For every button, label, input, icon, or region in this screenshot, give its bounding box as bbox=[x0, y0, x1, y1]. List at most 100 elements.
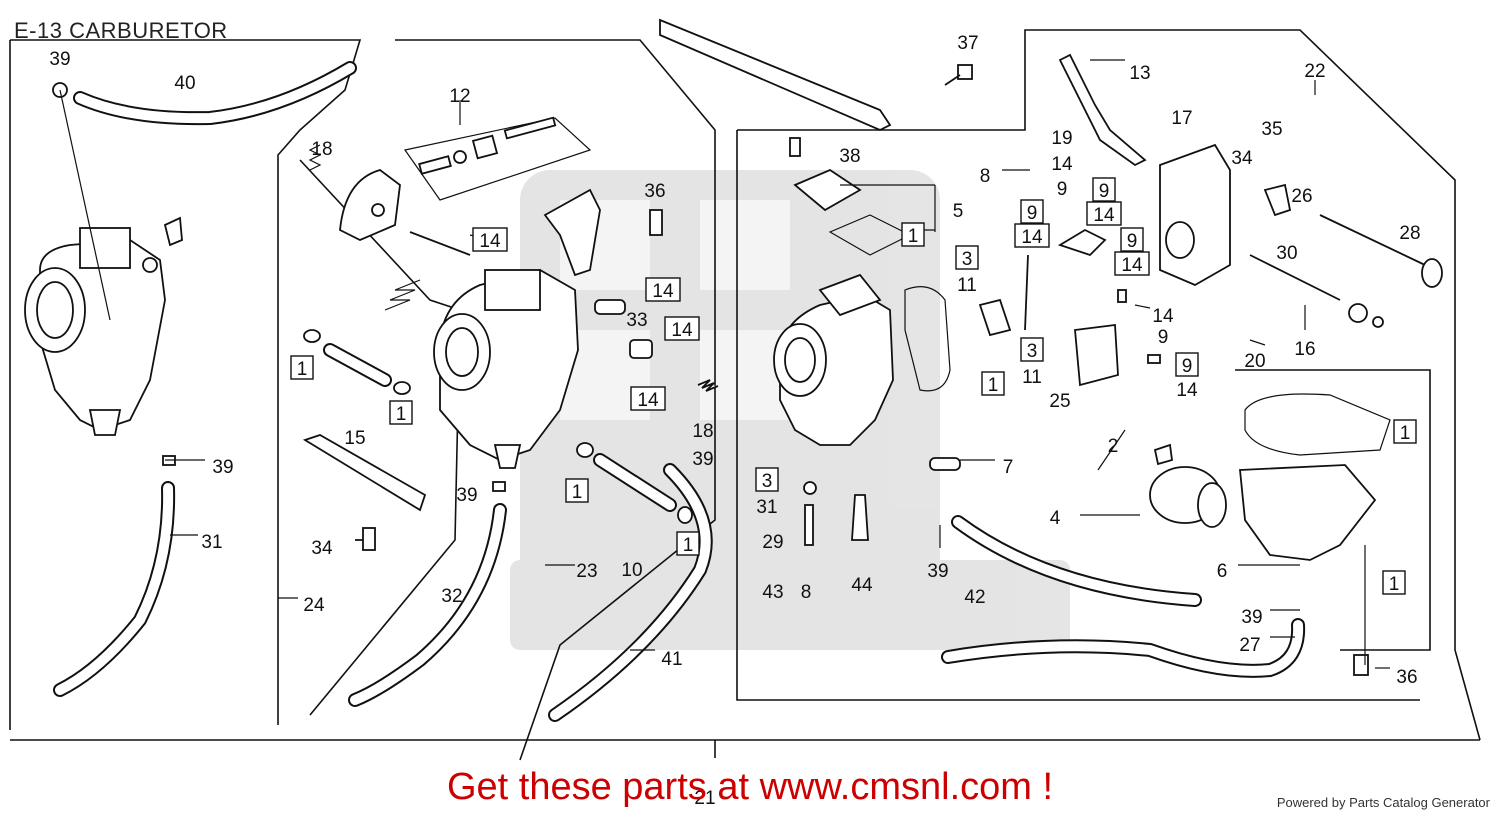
callout-number: 9 bbox=[1127, 231, 1138, 252]
cta-link[interactable]: Get these parts at www.cmsnl.com ! bbox=[446, 766, 1054, 808]
callout-box bbox=[664, 316, 700, 341]
callout-number: 14 bbox=[479, 231, 501, 252]
callout-37: 37 bbox=[957, 33, 978, 54]
callout-11b: 11 bbox=[1022, 367, 1042, 388]
jet-needle-14 bbox=[409, 231, 471, 256]
callout-39d: 39 bbox=[456, 485, 477, 506]
callout-number: 10 bbox=[621, 560, 642, 581]
callout-27: 27 bbox=[1239, 635, 1260, 656]
callout-number: 5 bbox=[953, 201, 964, 222]
callout-number: 14 bbox=[1093, 205, 1115, 226]
callout-23: 23 bbox=[576, 561, 597, 582]
callout-24: 24 bbox=[303, 595, 325, 616]
callout-14c: 14 bbox=[1014, 223, 1050, 248]
callout-30: 30 bbox=[1276, 243, 1297, 264]
callout-number: 14 bbox=[637, 390, 659, 411]
callout-number: 1 bbox=[683, 535, 694, 556]
callout-14i: 14 bbox=[1176, 380, 1198, 401]
callout-31b: 31 bbox=[201, 532, 222, 553]
callout-number: 37 bbox=[957, 33, 978, 54]
callout-number: 14 bbox=[1176, 380, 1198, 401]
hose-41 bbox=[548, 463, 713, 722]
callout-number: 42 bbox=[964, 587, 985, 608]
carb-cover-22 bbox=[1159, 143, 1231, 287]
callout-number: 6 bbox=[1217, 561, 1228, 582]
callout-9d: 9 bbox=[1120, 227, 1144, 252]
callout-14a: 14 bbox=[472, 227, 508, 252]
callout-box bbox=[389, 400, 413, 425]
callout-6: 6 bbox=[1217, 561, 1228, 582]
callout-18a: 18 bbox=[311, 139, 332, 160]
spring-parts-9-14 bbox=[1057, 228, 1161, 364]
callout-9a: 9 bbox=[1057, 179, 1068, 200]
clip-7 bbox=[929, 457, 961, 471]
callout-1c: 1 bbox=[389, 400, 413, 425]
callout-1d: 1 bbox=[981, 371, 1005, 396]
callout-number: 20 bbox=[1244, 351, 1265, 372]
callout-1f: 1 bbox=[565, 478, 589, 503]
carburetor-left bbox=[24, 216, 183, 436]
callout-31a: 31 bbox=[756, 497, 777, 518]
callout-39e: 39 bbox=[927, 561, 948, 582]
needle-3-11 bbox=[978, 254, 1029, 337]
callout-21: 21 bbox=[694, 788, 715, 809]
callout-10: 10 bbox=[621, 560, 642, 581]
callout-number: 34 bbox=[1231, 148, 1253, 169]
callout-42: 42 bbox=[964, 587, 985, 608]
callout-1g: 1 bbox=[676, 531, 700, 556]
callout-36b: 36 bbox=[1396, 667, 1417, 688]
callout-number: 1 bbox=[396, 404, 407, 425]
screw-kit-12 bbox=[403, 116, 592, 201]
callout-number: 26 bbox=[1291, 186, 1312, 207]
callout-34b: 34 bbox=[311, 538, 333, 559]
callout-number: 8 bbox=[801, 582, 812, 603]
callout-40: 40 bbox=[174, 73, 195, 94]
bracket-upper bbox=[543, 188, 601, 277]
callout-number: 29 bbox=[762, 532, 783, 553]
callout-number: 19 bbox=[1051, 128, 1072, 149]
callout-number: 31 bbox=[756, 497, 777, 518]
screw-36-top bbox=[649, 209, 663, 236]
hose-27 bbox=[941, 618, 1306, 678]
callout-3c: 3 bbox=[755, 467, 779, 492]
bracket-24 bbox=[302, 434, 427, 512]
callout-box bbox=[755, 467, 779, 492]
callout-1a: 1 bbox=[901, 222, 925, 247]
leader-lines bbox=[165, 59, 1390, 669]
callout-number: 3 bbox=[762, 471, 773, 492]
callout-number: 1 bbox=[572, 482, 583, 503]
callout-number: 43 bbox=[762, 582, 783, 603]
carburetor-right bbox=[773, 273, 894, 446]
callout-number: 35 bbox=[1261, 119, 1282, 140]
callout-number: 36 bbox=[644, 181, 665, 202]
callout-number: 41 bbox=[661, 649, 682, 670]
callout-number: 1 bbox=[1389, 574, 1400, 595]
callout-9b: 9 bbox=[1020, 199, 1044, 224]
callout-9e: 9 bbox=[1158, 327, 1169, 348]
callout-number: 18 bbox=[311, 139, 332, 160]
callout-39a: 39 bbox=[49, 49, 70, 70]
callout-39f: 39 bbox=[1241, 607, 1262, 628]
callout-number: 22 bbox=[1304, 61, 1325, 82]
callout-number: 9 bbox=[1182, 356, 1193, 377]
callout-20: 20 bbox=[1244, 351, 1265, 372]
callout-number: 14 bbox=[1051, 154, 1073, 175]
callout-number: 9 bbox=[1099, 181, 1110, 202]
callout-box bbox=[1382, 570, 1406, 595]
callout-box bbox=[1020, 337, 1044, 362]
callout-number: 30 bbox=[1276, 243, 1297, 264]
callout-box bbox=[955, 245, 979, 270]
carburetor-middle bbox=[433, 269, 579, 469]
callout-box bbox=[676, 531, 700, 556]
callout-number: 9 bbox=[1057, 179, 1068, 200]
callout-box bbox=[472, 227, 508, 252]
link-rail bbox=[659, 18, 892, 131]
callout-9c: 9 bbox=[1092, 177, 1116, 202]
callout-number: 36 bbox=[1396, 667, 1417, 688]
callout-number: 9 bbox=[1027, 203, 1038, 224]
callout-number: 28 bbox=[1399, 223, 1420, 244]
callout-4: 4 bbox=[1050, 508, 1061, 529]
callout-layer: 3940181214363713172238518191499149149143… bbox=[49, 33, 1420, 809]
callout-box bbox=[1114, 251, 1150, 276]
